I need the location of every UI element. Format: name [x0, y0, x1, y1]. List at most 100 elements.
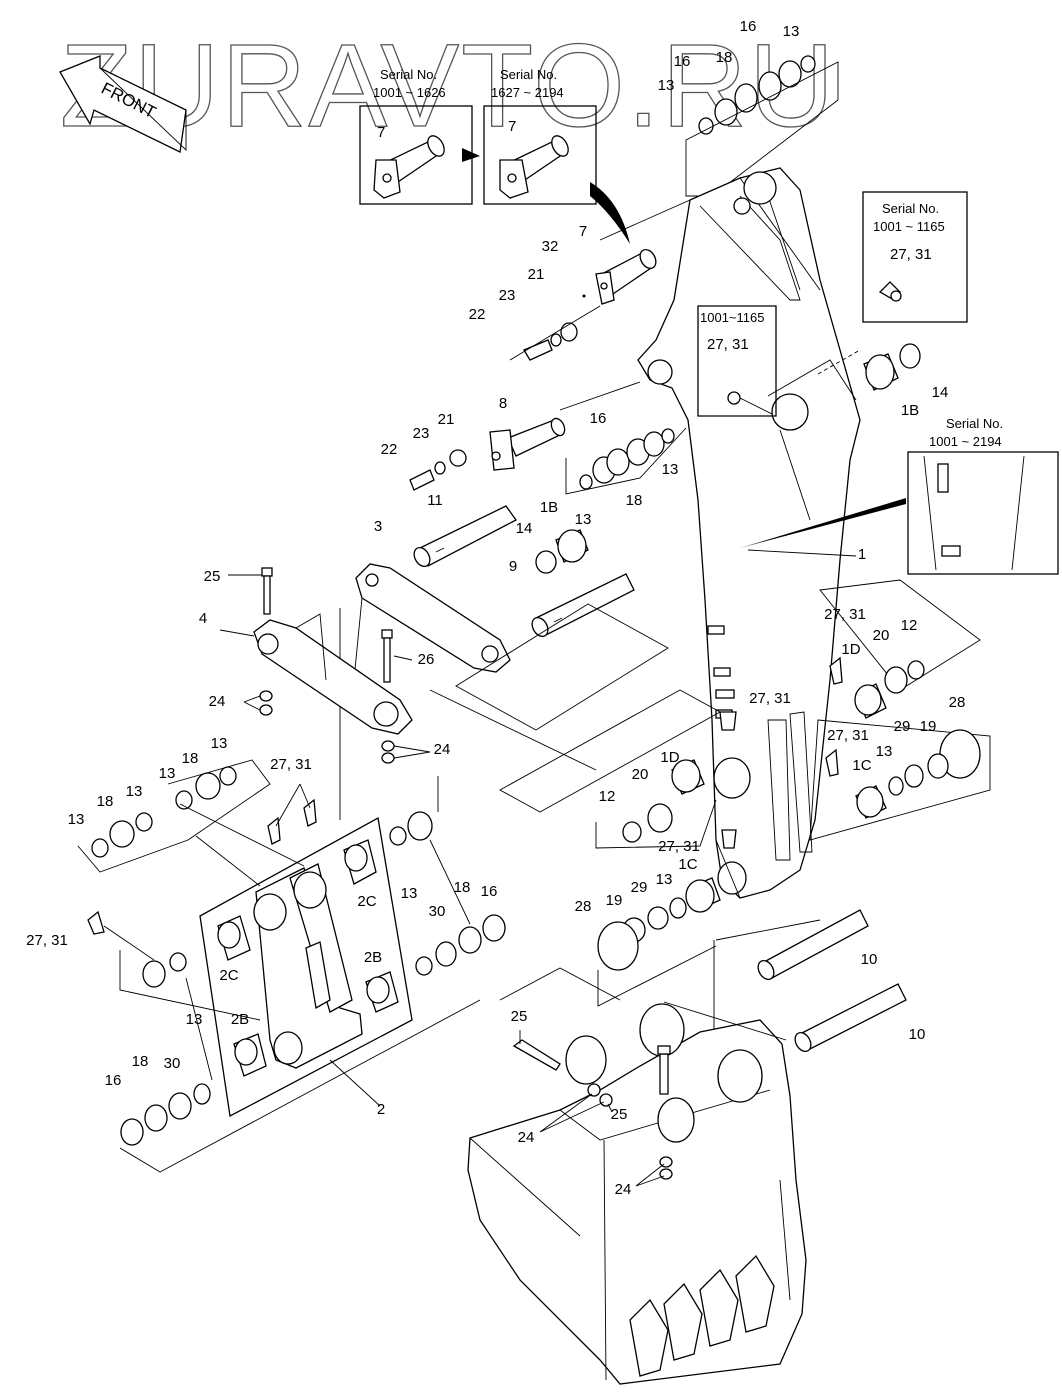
part-label-l13i: 13 [68, 811, 85, 828]
serial-box-a: Serial No. 1001 ~ 1626 7 [359, 67, 473, 205]
washer-stack-link-left [87, 910, 481, 1173]
part-label-l12a: 12 [901, 617, 918, 634]
part-label-l13j: 13 [656, 871, 673, 888]
part-label-l2Ca: 2C [357, 893, 376, 910]
bolt-25-top [228, 567, 273, 615]
part-label-l9: 9 [509, 558, 517, 575]
part-label-l21b: 21 [438, 411, 455, 428]
part-label-l3: 3 [374, 518, 382, 535]
part-label-l27e: 27, 31 [658, 838, 700, 855]
part-label-l4: 4 [199, 610, 207, 627]
part-label-l16b: 16 [674, 53, 691, 70]
part-label-l29a: 29 [894, 718, 911, 735]
washer-stack-mid [565, 427, 687, 495]
callout-pointer [590, 182, 630, 244]
pin-10-upper [757, 909, 869, 980]
part-label-l2: 2 [377, 1101, 385, 1118]
part-label-l23a: 23 [499, 287, 516, 304]
part-label-l29b: 29 [631, 879, 648, 896]
bolt-26 [381, 629, 431, 764]
serial-e-title: Serial No. [946, 416, 1003, 431]
part-label-l18b: 18 [626, 492, 643, 509]
part-label-l14a: 14 [932, 384, 949, 401]
part-label-l27a: 27, 31 [824, 606, 866, 623]
serial-b-part: 7 [508, 118, 516, 135]
serial-c-part: 27, 31 [890, 246, 932, 263]
washer-stack-top [685, 55, 839, 197]
part-label-l30a: 30 [429, 903, 446, 920]
part-label-l21a: 21 [528, 266, 545, 283]
part-label-l1Bb: 1B [540, 499, 558, 516]
part-label-l19a: 19 [920, 718, 937, 735]
arrow-right-icon [462, 148, 480, 162]
serial-c-title: Serial No. [882, 201, 939, 216]
serial-a-title: Serial No. [380, 67, 437, 82]
serial-b-title: Serial No. [500, 67, 557, 82]
part-label-l26: 26 [418, 651, 435, 668]
bushing-1c-right [825, 729, 981, 819]
part-label-l25c: 25 [611, 1106, 628, 1123]
pin-7 [582, 249, 657, 305]
serial-c-range: 1001 ~ 1165 [873, 219, 945, 234]
part-label-l18e: 18 [454, 879, 471, 896]
part-label-l27c: 27, 31 [827, 727, 869, 744]
part-label-l28a: 28 [949, 694, 966, 711]
part-label-l13c: 13 [662, 461, 679, 478]
serial-b-range: 1627 ~ 2194 [491, 85, 564, 100]
part-label-l24b: 24 [434, 741, 451, 758]
part-label-l27f: 27, 31 [26, 932, 68, 949]
washer-stack-link-right [389, 776, 506, 976]
bushing-1b-left [535, 529, 589, 574]
link-3 [339, 563, 511, 820]
part-label-l19b: 19 [606, 892, 623, 909]
part-label-l23b: 23 [413, 425, 430, 442]
part-label-l16e: 16 [105, 1072, 122, 1089]
serial-e-range: 1001 ~ 2194 [929, 434, 1002, 449]
serial-box-e: Serial No. 1001 ~ 2194 [907, 416, 1059, 575]
bushing-1b-right [817, 343, 921, 391]
washer-stack-left-upper [167, 759, 271, 841]
part-label-l27d: 27, 31 [270, 756, 312, 773]
serial-a-part: 7 [377, 124, 385, 141]
serial-d-title: 1001~1165 [700, 310, 764, 325]
part-label-l18a: 18 [716, 49, 733, 66]
part-label-l16d: 16 [481, 883, 498, 900]
part-label-l1C: 1C [852, 757, 871, 774]
serial-box-d: 1001~1165 27, 31 [697, 305, 777, 417]
part-label-l13d: 13 [575, 511, 592, 528]
part-label-l24d: 24 [615, 1181, 632, 1198]
part-label-l1: 1 [858, 546, 866, 563]
part-label-l2Cb: 2C [219, 967, 238, 984]
front-arrow-icon: FRONT [59, 55, 187, 153]
pin-10-lower [794, 983, 907, 1052]
bushing-1c-left [597, 877, 721, 1007]
part-label-l32: 32 [542, 238, 559, 255]
part-label-l16c: 16 [590, 410, 607, 427]
part-label-l1Db: 1D [660, 749, 679, 766]
part-label-l13h: 13 [126, 783, 143, 800]
serial-a-range: 1001 ~ 1626 [373, 85, 446, 100]
part-label-l28b: 28 [575, 898, 592, 915]
pin-11 [413, 505, 517, 567]
part-label-l1Da: 1D [841, 641, 860, 658]
part-label-l14b: 14 [516, 520, 533, 537]
bushing-1d-right [829, 656, 925, 719]
part-label-l8: 8 [499, 395, 507, 412]
part-label-l30b: 30 [164, 1055, 181, 1072]
part-label-l12b: 12 [599, 788, 616, 805]
bucket [467, 967, 807, 1385]
part-label-l1B: 1B [901, 402, 919, 419]
part-label-l2Bb: 2B [231, 1011, 249, 1028]
callout-pointer-2 [740, 498, 906, 548]
part-label-l10a: 10 [861, 951, 878, 968]
grease-fitting-27-31 [719, 711, 737, 849]
part-label-l11: 11 [427, 492, 443, 509]
link-4 [219, 619, 413, 735]
part-label-l20b: 20 [632, 766, 649, 783]
part-label-l18c: 18 [182, 750, 199, 767]
part-label-l16a: 16 [740, 18, 757, 35]
part-label-l20a: 20 [873, 627, 890, 644]
part-label-l10b: 10 [909, 1026, 926, 1043]
